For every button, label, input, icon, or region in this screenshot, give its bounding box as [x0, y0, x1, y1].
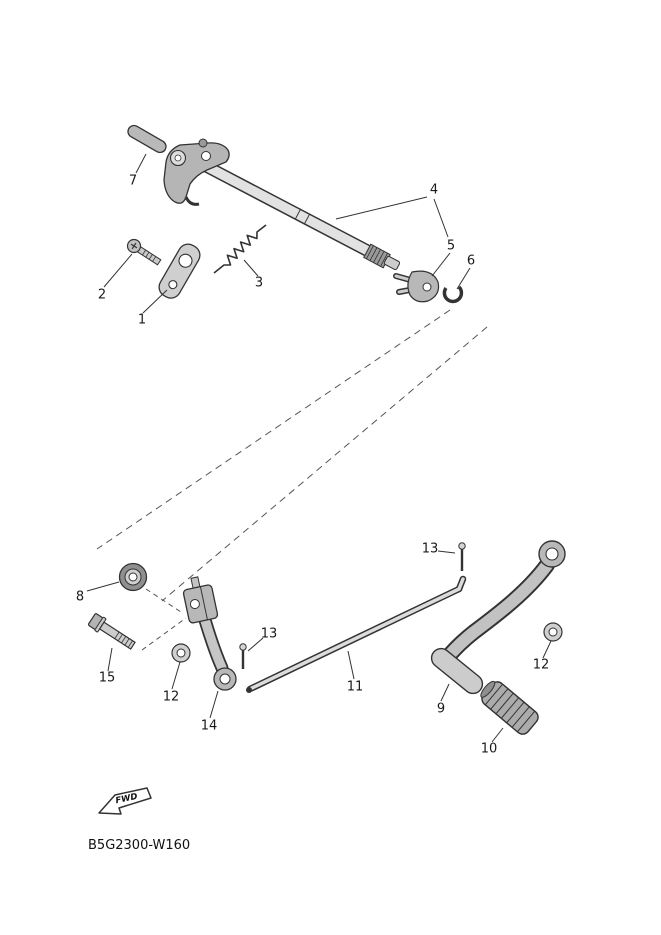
stopper-plate-part-1 — [158, 243, 201, 299]
part-label-13-left: 13 — [260, 626, 278, 642]
part-label-4: 4 — [429, 182, 439, 198]
part-label-7: 7 — [128, 173, 138, 189]
pin-part-7 — [127, 124, 167, 154]
washer-part-12-left — [171, 643, 191, 663]
shift-shaft — [193, 156, 401, 271]
part-label-12-left: 12 — [162, 689, 180, 705]
pawl-part-5 — [393, 270, 440, 303]
part-label-8: 8 — [75, 589, 85, 605]
part-label-1: 1 — [137, 312, 147, 328]
shift-arm-part-14 — [182, 576, 237, 691]
part-label-12-right: 12 — [532, 657, 550, 673]
pin-part-13-left — [239, 643, 247, 669]
screw-part-2 — [126, 238, 162, 266]
pin-part-13-right — [458, 542, 466, 571]
alignment-dash-lines — [96, 309, 488, 651]
part-label-15: 15 — [98, 670, 116, 686]
shaft-tip — [383, 255, 401, 271]
spring-part-3 — [213, 224, 267, 274]
part-label-11: 11 — [346, 679, 364, 695]
fwd-arrow: FWD — [98, 787, 152, 815]
shift-rod-part-11 — [246, 575, 467, 693]
part-label-9: 9 — [436, 701, 446, 717]
grommet-part-8 — [118, 562, 148, 592]
diagram-code: B5G2300-W160 — [88, 838, 191, 853]
part-label-3: 3 — [254, 275, 264, 291]
part-label-5: 5 — [446, 238, 456, 254]
leader-lines — [86, 153, 552, 743]
shift-shaft-lever — [163, 138, 230, 206]
part-label-10: 10 — [480, 741, 498, 757]
clip-part-6 — [442, 285, 464, 304]
fwd-label: FWD — [115, 792, 139, 806]
pedal-rubber-part-10 — [480, 680, 539, 735]
part-label-13-right: 13 — [421, 541, 439, 557]
shift-pedal-part-9 — [430, 540, 566, 695]
part-label-14: 14 — [200, 718, 218, 734]
part-label-6: 6 — [466, 253, 476, 269]
washer-part-12-right — [543, 622, 563, 642]
bolt-part-15 — [87, 613, 136, 650]
part-label-2: 2 — [97, 287, 107, 303]
